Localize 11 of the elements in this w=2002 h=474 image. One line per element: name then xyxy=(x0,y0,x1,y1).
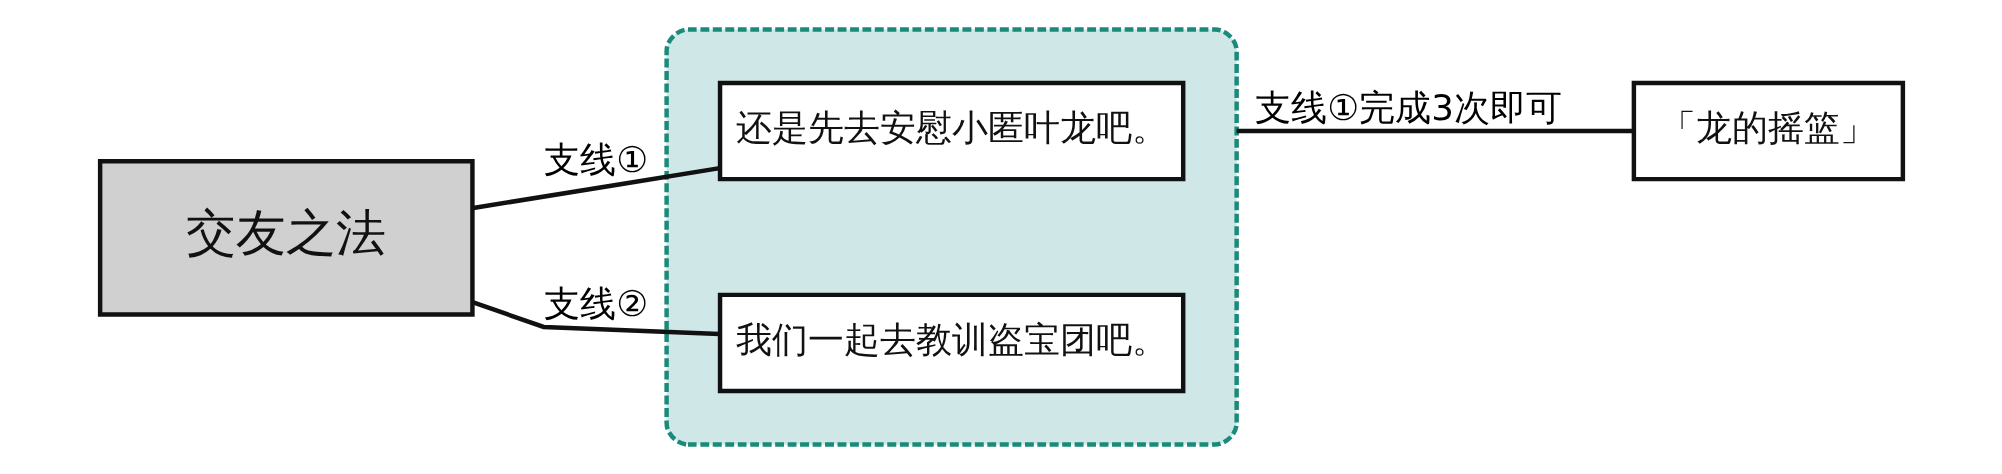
connector xyxy=(1236,128,1633,134)
node-box: 我们一起去教训盗宝团吧。 xyxy=(717,292,1185,394)
edge-label: 支线①完成3次即可 xyxy=(1254,87,1562,129)
edge-label: 支线① xyxy=(543,138,648,180)
node-box: 还是先去安慰小匿叶龙吧。 xyxy=(717,80,1185,182)
node-box: 交友之法 xyxy=(97,159,475,317)
node-box: 「龙的摇篮」 xyxy=(1631,80,1905,182)
cluster xyxy=(663,27,1239,447)
edge-label: 支线② xyxy=(543,283,648,325)
connector xyxy=(471,300,720,337)
connector xyxy=(472,165,720,211)
